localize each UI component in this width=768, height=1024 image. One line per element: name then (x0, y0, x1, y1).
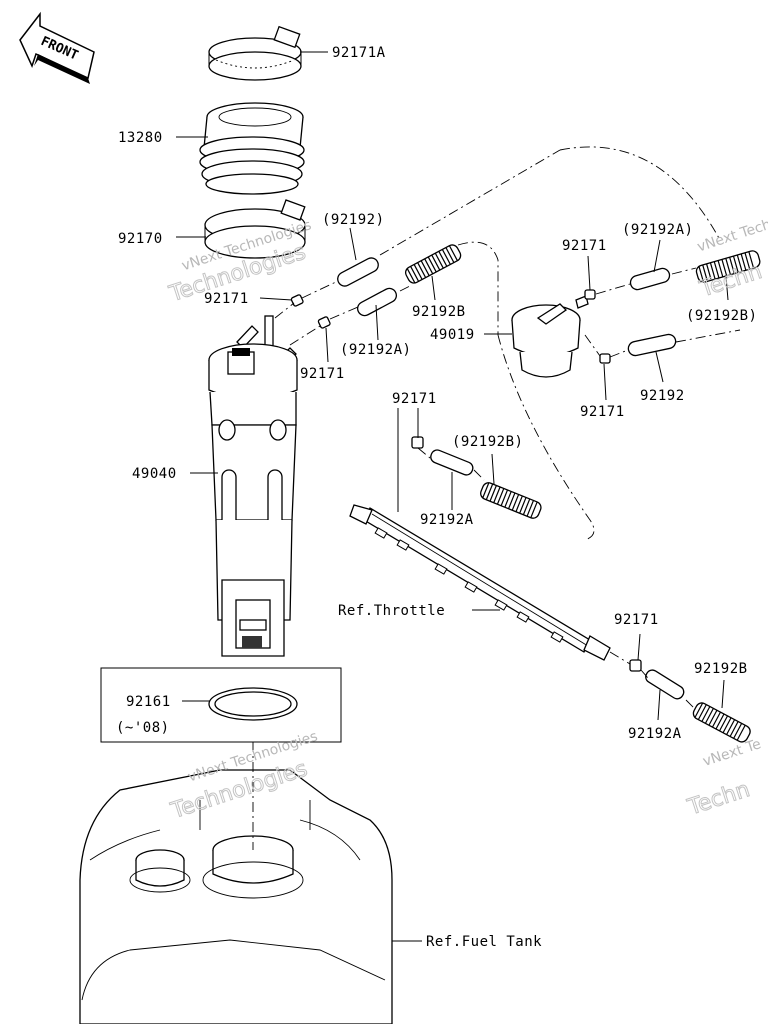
hose-92192A-rail (645, 669, 685, 700)
label-92192A-1: 92192A (420, 512, 474, 528)
label-13280: 13280 (118, 130, 163, 146)
boot-13280 (199, 102, 305, 195)
watermark-4-line2: Techn (684, 777, 753, 821)
clip-92171-f (629, 659, 642, 672)
hose-92192B-middle (480, 482, 542, 519)
label-ref-fuel-tank: Ref.Fuel Tank (426, 934, 542, 950)
clip-92171-e (411, 436, 424, 449)
label-92171-3: 92171 (562, 238, 607, 254)
hose-92192-upper (337, 257, 379, 287)
hose-92192B-right-upper (695, 250, 761, 283)
fuel-rail-throttle (349, 504, 611, 661)
clip-92171-c (584, 289, 596, 300)
label-92161: 92161 (126, 694, 171, 710)
hose-92192A-middle (430, 449, 474, 476)
label-92192A-paren-1: (92192A) (340, 342, 411, 358)
hose-92192A-right-upper (629, 267, 671, 291)
watermark-2-line1: vNext Technologies (695, 198, 768, 255)
hose-92192B-rail (692, 702, 751, 743)
label-92171A: 92171A (332, 45, 386, 61)
label-92171-2: 92171 (300, 366, 345, 382)
fuel-filter-49019 (511, 295, 589, 378)
label-92192B-paren-1: (92192B) (686, 308, 757, 324)
clip-92171-b (317, 316, 331, 329)
label-92192A-2: 92192A (628, 726, 682, 742)
label-92192-paren: (92192) (322, 212, 385, 228)
label-92192B-paren-2: (92192B) (452, 434, 523, 450)
label-92170: 92170 (118, 231, 163, 247)
clip-92171-a (290, 294, 304, 307)
label-92171-5: 92171 (392, 391, 437, 407)
label-ref-throttle: Ref.Throttle (338, 603, 445, 619)
hose-92192A-lower (356, 287, 398, 317)
clip-92171-d (599, 353, 611, 364)
fuel-pump-49040 (208, 315, 298, 657)
label-up-to-08: (~'08) (116, 720, 170, 736)
label-92171-1: 92171 (204, 291, 249, 307)
label-92171-4: 92171 (580, 404, 625, 420)
fuel-tank (79, 769, 393, 1024)
watermark-4-line1: vNext Te (701, 736, 763, 770)
label-92171-6: 92171 (614, 612, 659, 628)
hose-92192B-corrugated (404, 244, 462, 284)
label-49019: 49019 (430, 327, 475, 343)
label-92192B-1: 92192B (412, 304, 466, 320)
label-92192A-paren-2: (92192A) (622, 222, 693, 238)
front-arrow-icon: FRONT (19, 11, 95, 84)
hose-clamp-92170 (204, 199, 306, 259)
label-92192: 92192 (640, 388, 685, 404)
label-49040: 49040 (132, 466, 177, 482)
label-92192B-2: 92192B (694, 661, 748, 677)
part-labels: 92171A 13280 92170 (92192) 92171 92192B … (116, 45, 757, 950)
hose-92192-right-lower (627, 333, 677, 357)
hose-clamp-92171A (208, 25, 302, 81)
o-ring-92161-group (100, 667, 342, 743)
